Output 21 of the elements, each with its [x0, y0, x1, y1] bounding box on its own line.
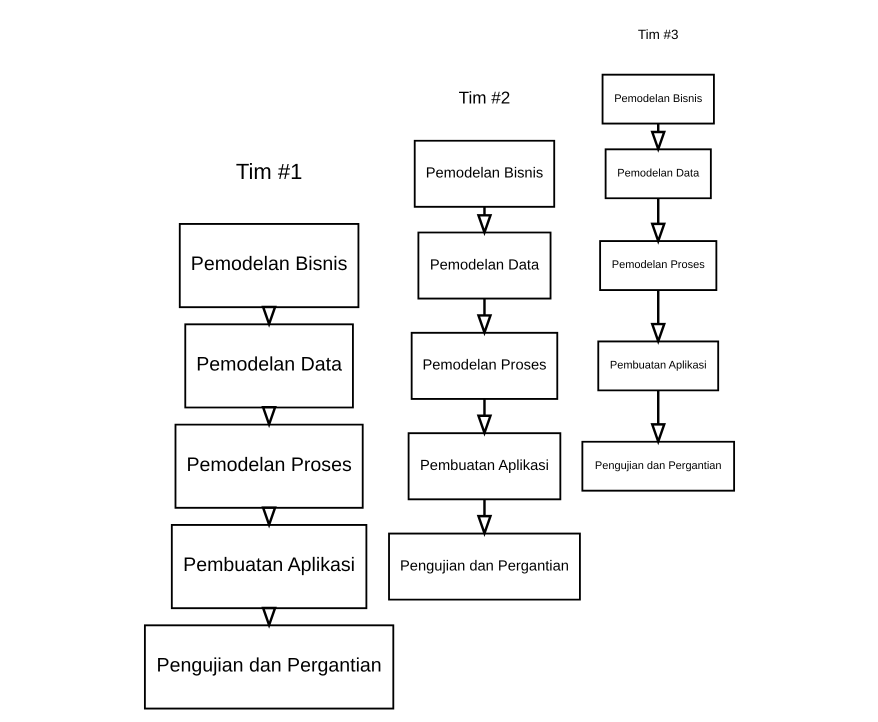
- node-box: Pemodelan Proses: [410, 332, 558, 400]
- node-box: Pemodelan Data: [604, 148, 712, 200]
- arrow: [650, 290, 666, 345]
- arrow: [476, 298, 492, 336]
- node-box: Pembuatan Aplikasi: [596, 340, 719, 392]
- arrow: [650, 390, 666, 446]
- node-box: Pemodelan Data: [416, 232, 551, 300]
- label: Tim #3: [637, 26, 678, 42]
- arrow: [476, 399, 492, 437]
- node-box: Pembuatan Aplikasi: [407, 432, 561, 500]
- label: Tim #1: [235, 159, 302, 184]
- node-box: Pemodelan Bisnis: [601, 74, 714, 125]
- node-box: Pengujian dan Pergantian: [388, 532, 580, 601]
- label: Tim #2: [458, 88, 510, 108]
- node-box: Pengujian dan Pergantian: [143, 624, 394, 710]
- arrow: [476, 207, 492, 236]
- node-box: Pemodelan Proses: [598, 240, 717, 291]
- arrow: [650, 198, 666, 245]
- node-box: Pengujian dan Pergantian: [580, 440, 735, 492]
- arrow: [476, 500, 492, 537]
- node-box: Pemodelan Bisnis: [413, 140, 555, 208]
